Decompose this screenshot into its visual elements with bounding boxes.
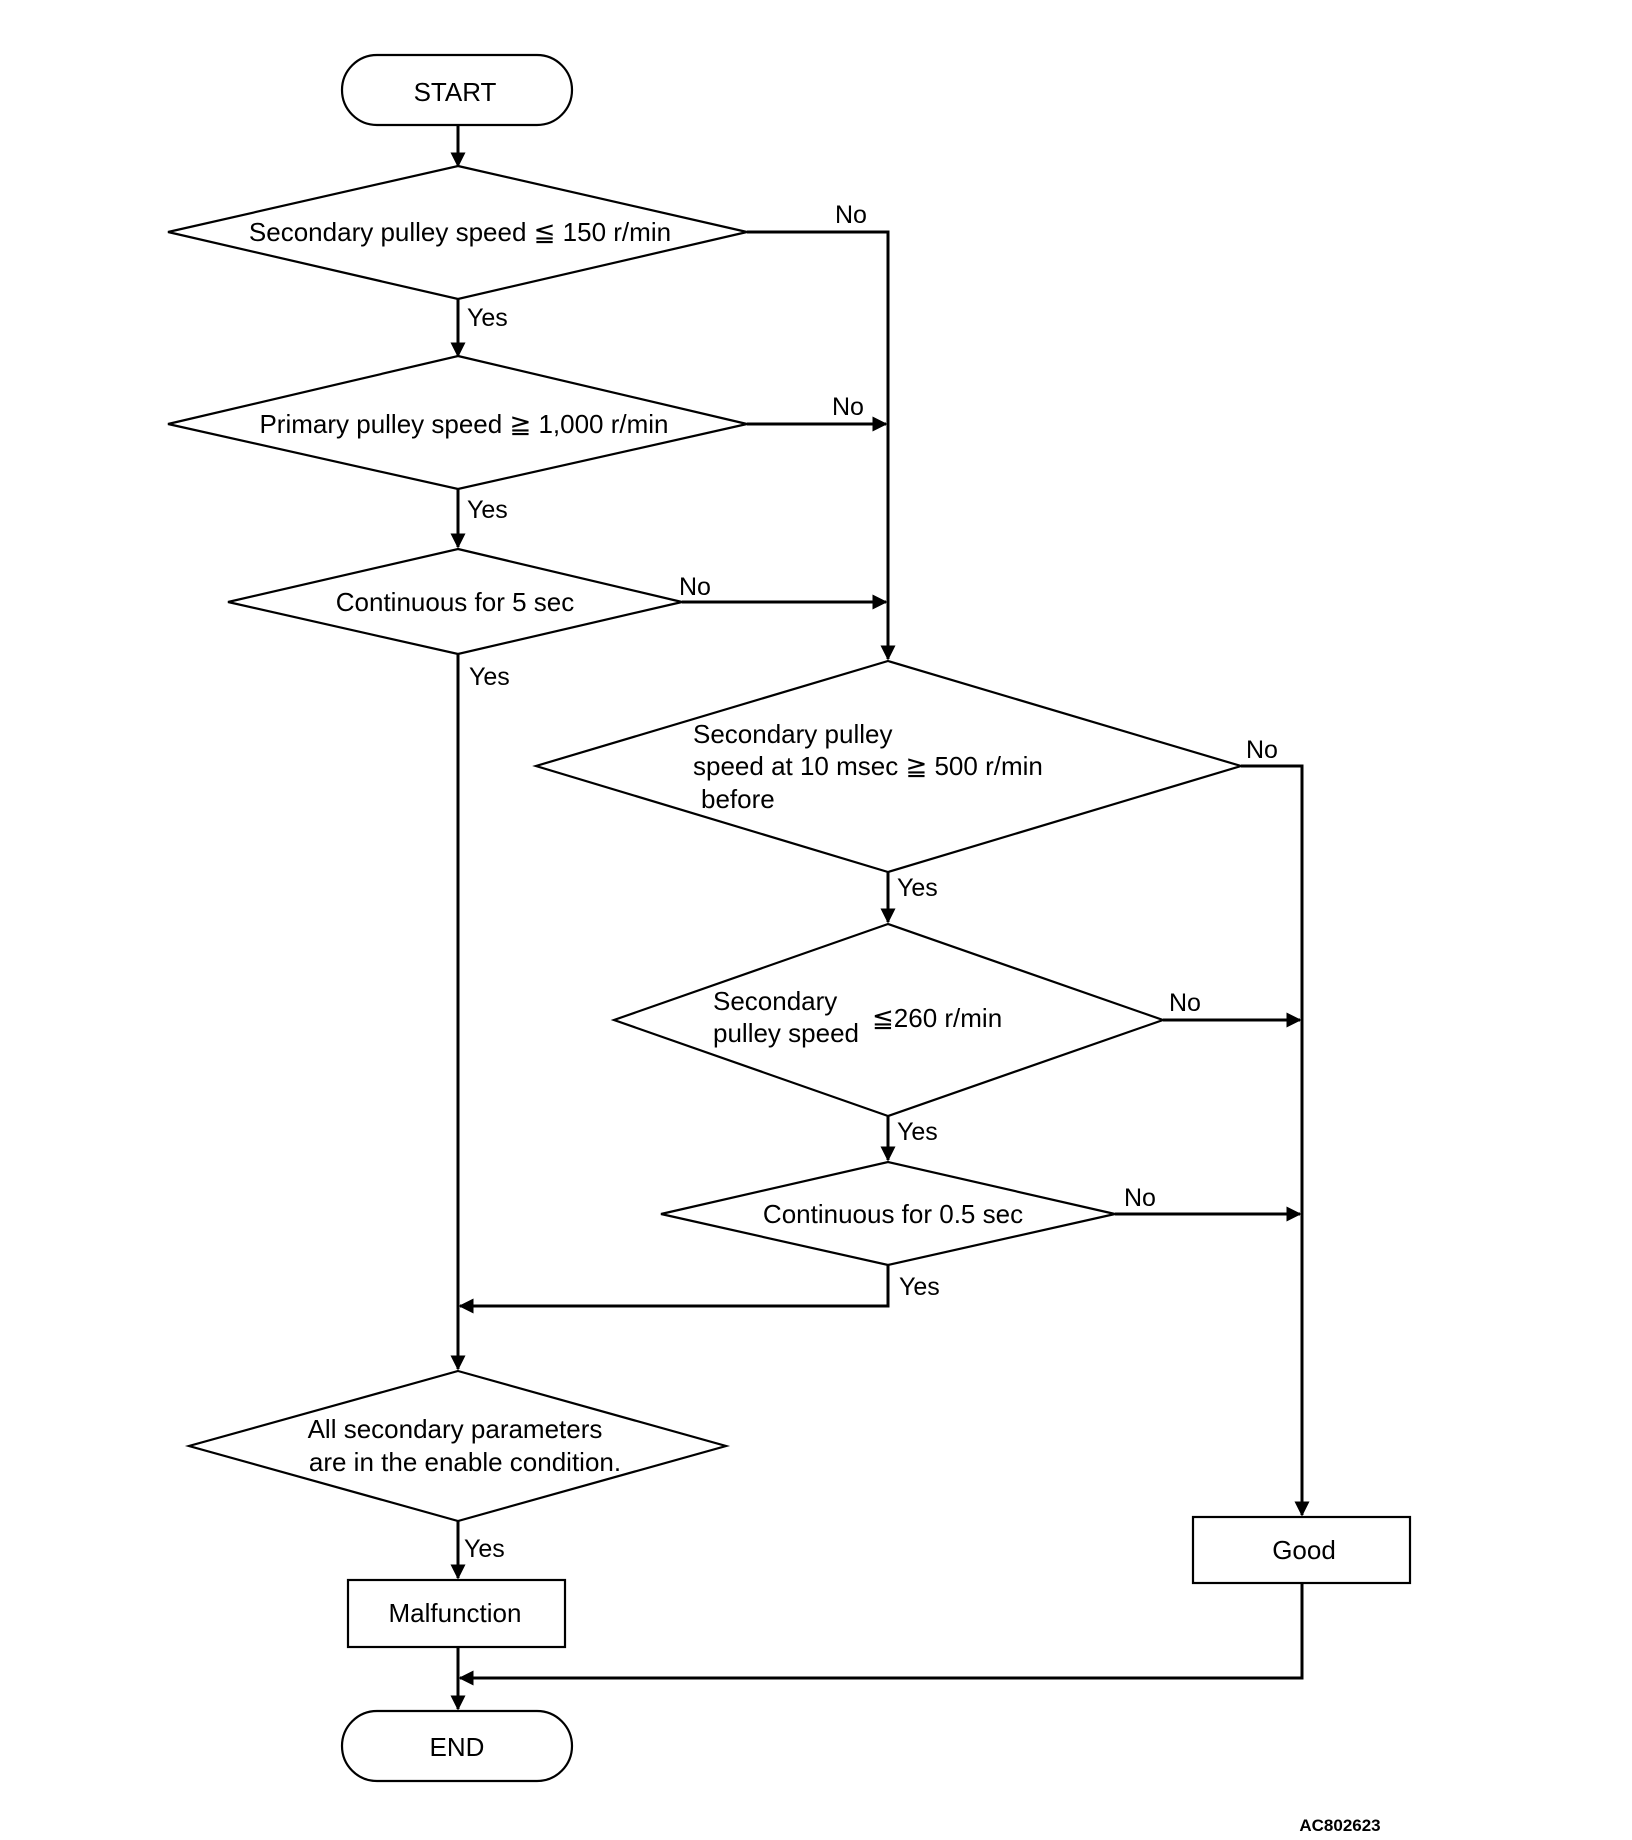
label-d6-no: No bbox=[1124, 1184, 1156, 1212]
end-node: END bbox=[340, 1709, 574, 1783]
label-d1-no: No bbox=[835, 201, 867, 229]
edge-d4-no bbox=[1241, 764, 1310, 1517]
end-label: END bbox=[430, 1732, 485, 1762]
good-node: Good bbox=[1191, 1515, 1412, 1585]
decision-diamond bbox=[532, 659, 1245, 874]
decision-secondary-speed-10msec: Secondary pulley speed at 10 msec ≧ 500 … bbox=[532, 659, 1245, 874]
decision-diamond bbox=[167, 354, 748, 491]
label-d3-yes: Yes bbox=[469, 663, 510, 691]
decision-text: Continuous for 0.5 sec bbox=[763, 1199, 1023, 1229]
malfunction-node: Malfunction bbox=[346, 1578, 567, 1649]
decision-text: Secondary pulley speed ≦ 150 r/min bbox=[249, 217, 671, 247]
decision-text-value: ≦260 r/min bbox=[872, 1003, 1002, 1033]
label-d5-yes: Yes bbox=[897, 1118, 938, 1146]
start-label: START bbox=[414, 77, 497, 107]
decision-text-line1: Secondary bbox=[713, 986, 837, 1016]
decision-diamond bbox=[660, 1160, 1116, 1267]
decision-diamond bbox=[610, 922, 1167, 1118]
figure-code: AC802623 bbox=[1299, 1816, 1380, 1835]
label-d4-yes: Yes bbox=[897, 874, 938, 902]
decision-continuous-5-sec: Continuous for 5 sec bbox=[227, 547, 683, 656]
label-d2-yes: Yes bbox=[467, 496, 508, 524]
label-d5-no: No bbox=[1169, 989, 1201, 1017]
label-d3-no: No bbox=[679, 573, 711, 601]
label-d7-yes: Yes bbox=[464, 1535, 505, 1563]
label-d4-no: No bbox=[1246, 736, 1278, 764]
decision-text-line2: are in the enable condition. bbox=[309, 1447, 621, 1477]
start-terminal bbox=[340, 53, 574, 127]
start-node: START bbox=[340, 53, 574, 127]
decision-primary-speed-1000: Primary pulley speed ≧ 1,000 r/min bbox=[167, 354, 748, 491]
decision-diamond bbox=[184, 1369, 731, 1523]
label-d6-yes: Yes bbox=[899, 1273, 940, 1301]
decision-diamond bbox=[167, 164, 748, 301]
decision-diamond bbox=[227, 547, 683, 656]
edge-d1-no bbox=[747, 230, 896, 661]
decision-continuous-0-5-sec: Continuous for 0.5 sec bbox=[660, 1160, 1116, 1267]
connectors bbox=[450, 125, 1310, 1711]
decision-secondary-speed-260: Secondary pulley speed ≦260 r/min bbox=[610, 922, 1167, 1118]
decision-text-line2: pulley speed bbox=[713, 1018, 859, 1048]
decision-text: Primary pulley speed ≧ 1,000 r/min bbox=[259, 409, 668, 439]
malfunction-box bbox=[346, 1578, 567, 1649]
decision-text-line1: Secondary pulley bbox=[693, 719, 892, 749]
malfunction-label: Malfunction bbox=[389, 1598, 522, 1628]
branch-labels: No Yes No Yes No Yes No Yes No Yes No Ye… bbox=[464, 201, 1278, 1563]
decision-text-line1: All secondary parameters bbox=[308, 1414, 603, 1444]
good-box bbox=[1191, 1515, 1412, 1585]
decision-text-line2: speed at 10 msec ≧ 500 r/min bbox=[693, 751, 1043, 781]
decision-secondary-speed-150: Secondary pulley speed ≦ 150 r/min bbox=[167, 164, 748, 301]
edge-d6-yes bbox=[458, 1265, 890, 1314]
decision-text-line3: before bbox=[701, 784, 775, 814]
edge-good-end bbox=[458, 1583, 1304, 1686]
label-d2-no: No bbox=[832, 393, 864, 421]
label-d1-yes: Yes bbox=[467, 304, 508, 332]
decision-text: Continuous for 5 sec bbox=[336, 587, 574, 617]
decision-all-secondary-parameters: All secondary parameters are in the enab… bbox=[184, 1369, 731, 1523]
end-terminal bbox=[340, 1709, 574, 1783]
good-label: Good bbox=[1272, 1535, 1336, 1565]
